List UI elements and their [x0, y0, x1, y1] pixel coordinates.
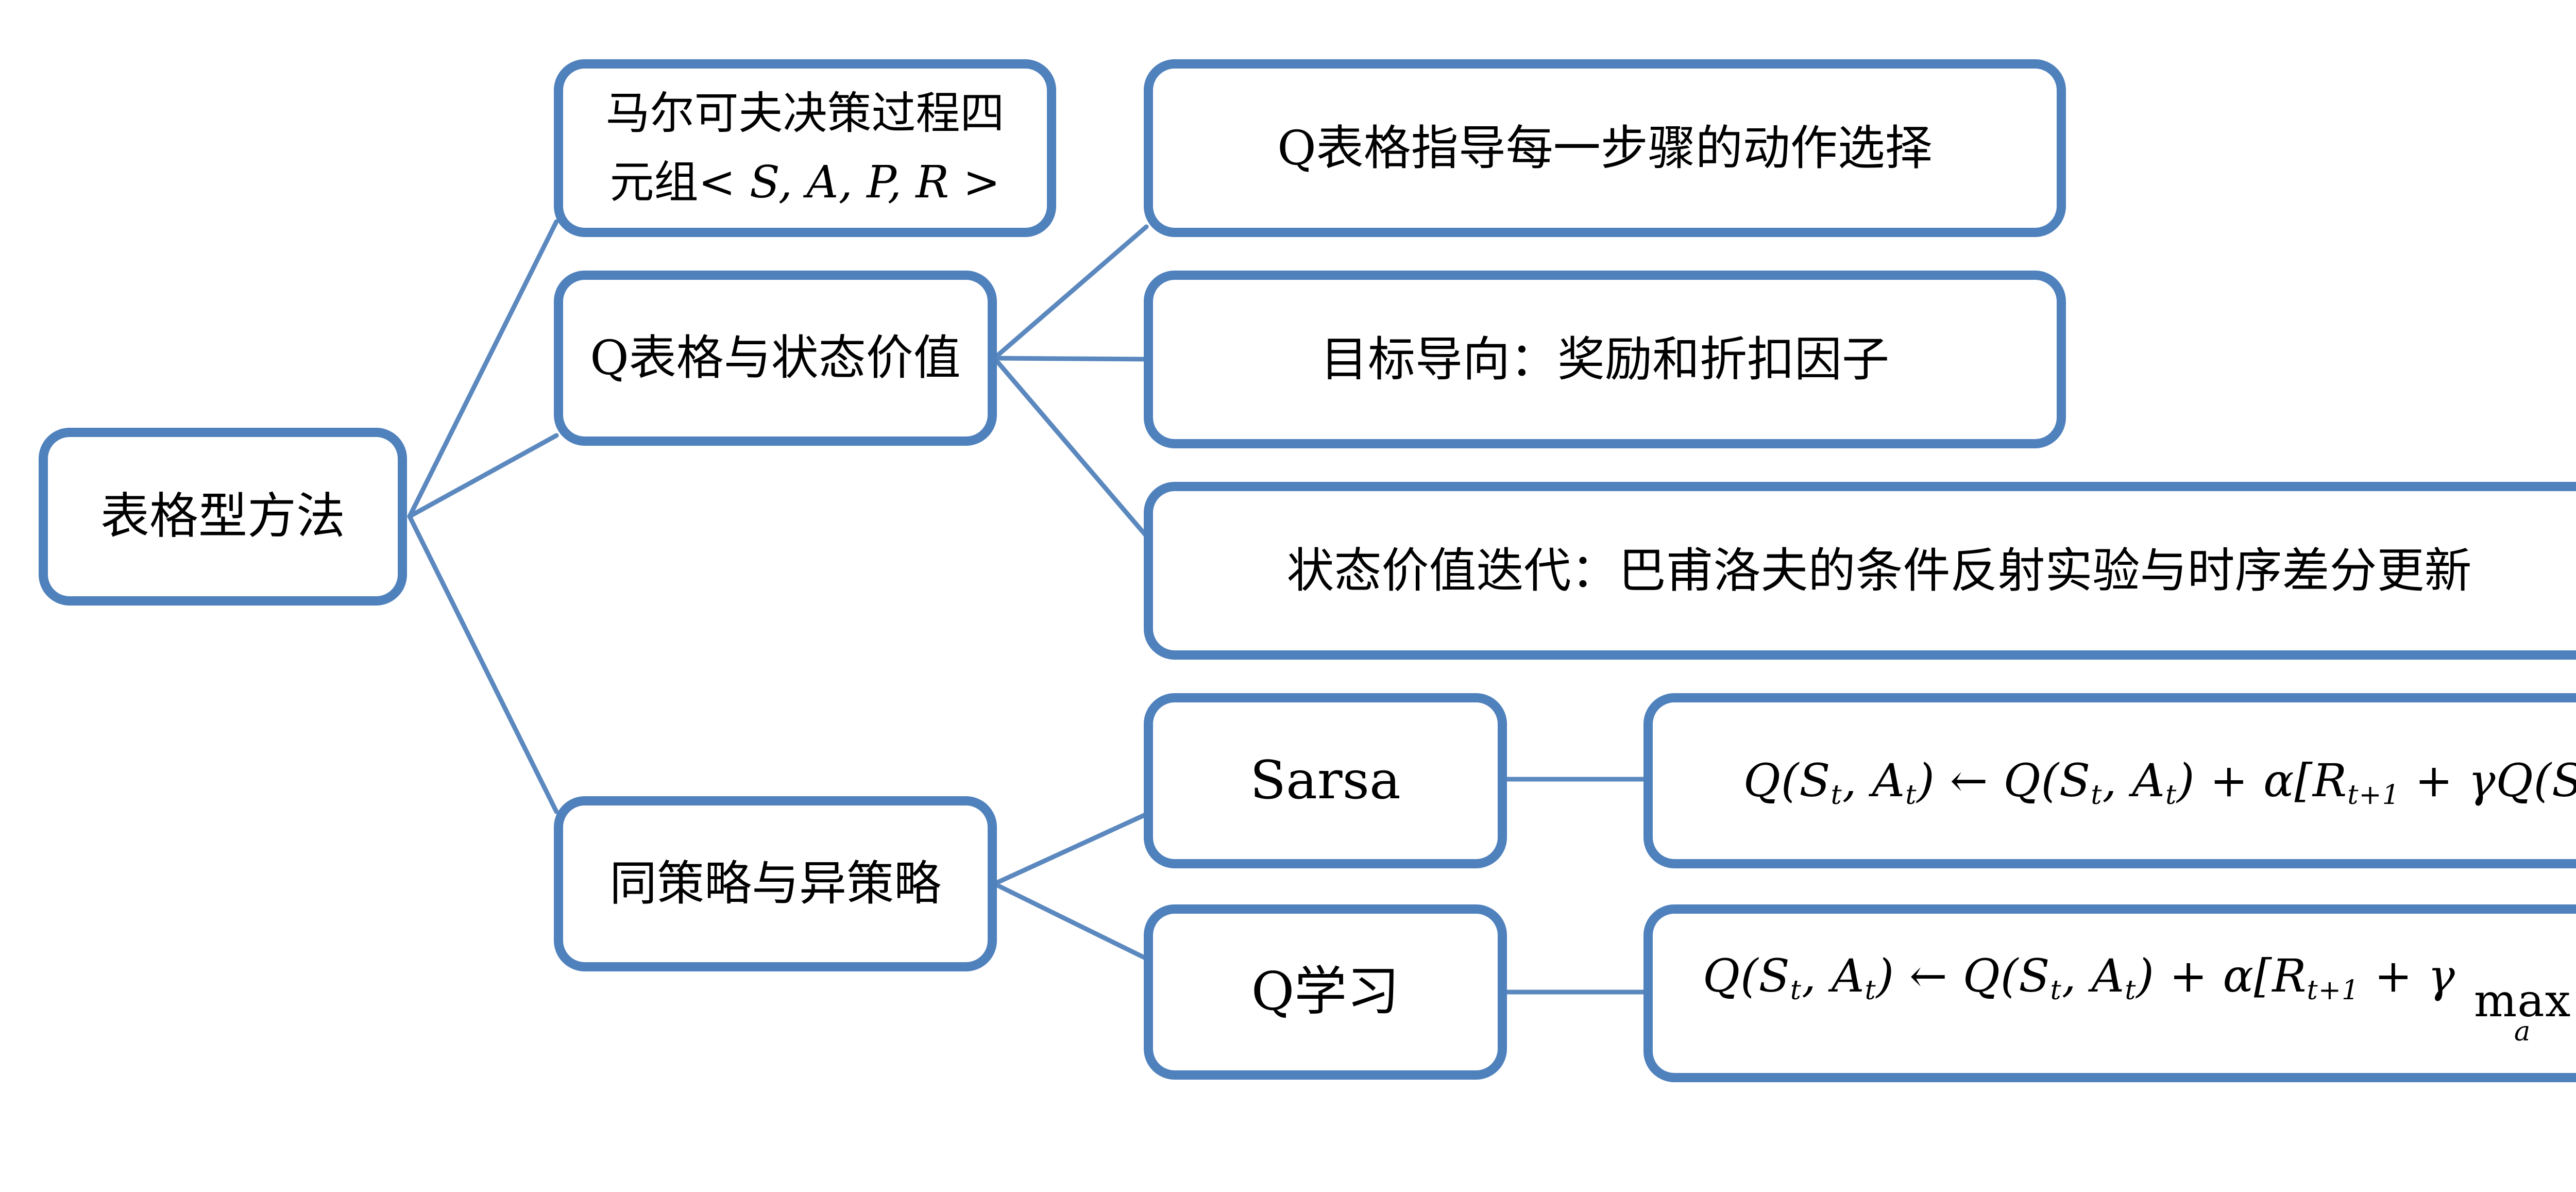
node-on-policy-off-policy: 同策略与异策略: [554, 796, 997, 971]
node-qtable-guides-actions: Q表格指导每一步骤的动作选择: [1144, 59, 2066, 237]
connector-qtable-to-qguide: [992, 224, 1149, 361]
node-state-value-iteration: 状态价值迭代：巴甫洛夫的条件反射实验与时序差分更新: [1144, 482, 2576, 660]
sarsa-update-formula-text: Q(St, At) ← Q(St, At) + α[Rt+1 + γQ(St+1…: [1743, 754, 2576, 811]
node-mdp-tuple-line1: 马尔可夫决策过程四: [605, 88, 1005, 140]
node-sarsa-label: Sarsa: [1250, 750, 1401, 812]
node-qtable-guides-actions-label: Q表格指导每一步骤的动作选择: [1277, 120, 1933, 176]
node-mdp-tuple-line2: 元组< S, A, P, R >: [610, 148, 1001, 217]
node-goal-oriented-label: 目标导向：奖励和折扣因子: [1320, 331, 1889, 387]
node-sarsa-update-formula: Q(St, At) ← Q(St, At) + α[Rt+1 + γQ(St+1…: [1643, 693, 2576, 868]
connector-root-to-mdp: [407, 219, 559, 519]
connector-root-to-onoff: [407, 514, 559, 814]
node-qtable-state-value: Q表格与状态价值: [554, 271, 997, 446]
node-tabular-methods-label: 表格型方法: [100, 488, 345, 545]
connector-qtable-to-valueiter: [992, 356, 1149, 539]
node-qtable-state-value-label: Q表格与状态价值: [590, 330, 961, 386]
connector-root-to-qtable: [407, 433, 559, 519]
node-q-learning: Q学习: [1144, 904, 1507, 1080]
node-mdp-tuple-line2-math: < S, A, P, R >: [698, 156, 1001, 208]
node-sarsa: Sarsa: [1144, 693, 1507, 868]
node-state-value-iteration-label: 状态价值迭代：巴甫洛夫的条件反射实验与时序差分更新: [1286, 543, 2472, 598]
node-q-learning-label: Q学习: [1251, 961, 1400, 1023]
connector-onoff-to-sarsa: [992, 812, 1149, 886]
node-mdp-tuple-line2-prefix: 元组: [609, 156, 699, 208]
node-mdp-tuple: 马尔可夫决策过程四 元组< S, A, P, R >: [554, 59, 1056, 237]
connector-onoff-to-qlearning: [992, 881, 1149, 961]
node-goal-oriented: 目标导向：奖励和折扣因子: [1144, 271, 2066, 448]
node-on-policy-off-policy-label: 同策略与异策略: [609, 856, 941, 912]
connector-qtable-to-goal: [992, 356, 1149, 362]
node-tabular-methods: 表格型方法: [39, 428, 407, 606]
